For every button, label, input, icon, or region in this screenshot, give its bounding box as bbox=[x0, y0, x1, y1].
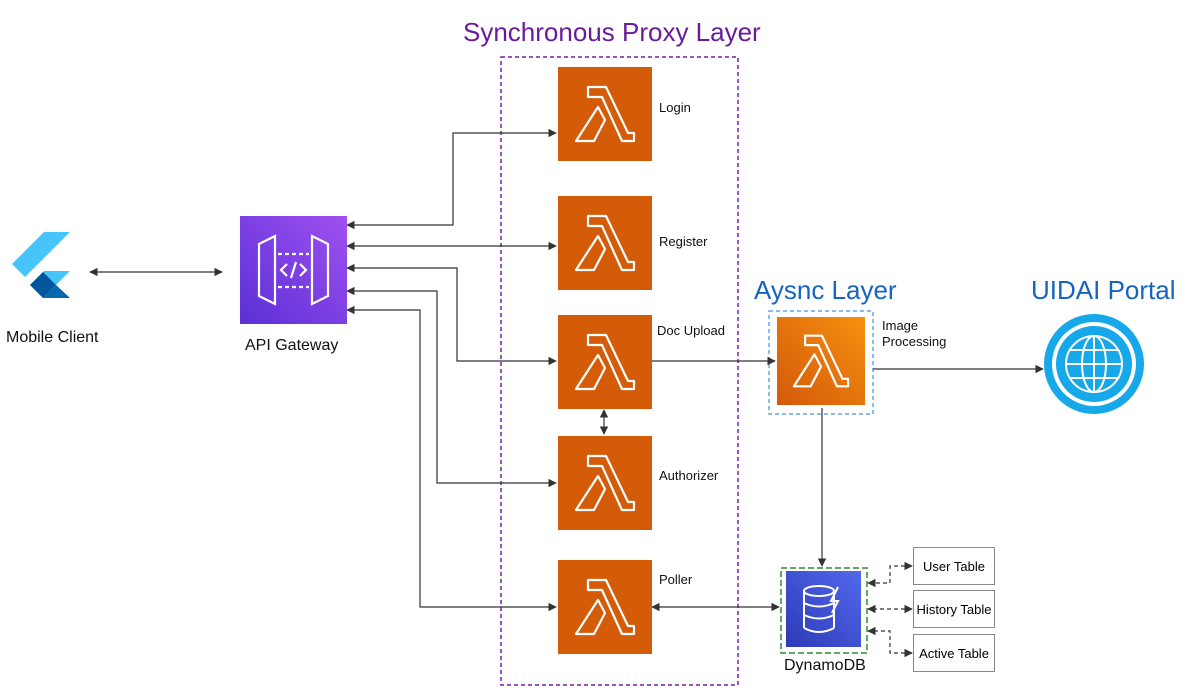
async-layer-title: Aysnc Layer bbox=[754, 275, 897, 305]
async-layer-boundary bbox=[768, 310, 874, 415]
api-gateway-label: API Gateway bbox=[245, 337, 339, 354]
poller-label: Poller bbox=[659, 572, 693, 587]
connector-gateway-docupload bbox=[346, 263, 557, 366]
api-gateway-icon bbox=[240, 216, 347, 324]
image-processing-label-line2: Processing bbox=[882, 334, 947, 349]
lambda-login-icon bbox=[558, 67, 652, 161]
flutter-logo-icon bbox=[12, 232, 70, 298]
doc-upload-label: Doc Upload bbox=[657, 323, 725, 338]
dynamodb-label: DynamoDB bbox=[784, 657, 866, 674]
connector-dynamodb-usertable bbox=[867, 561, 913, 588]
mobile-client-label: Mobile Client bbox=[6, 329, 99, 346]
user-table: User Table bbox=[913, 547, 995, 585]
lambda-poller-icon bbox=[558, 560, 652, 654]
active-table: Active Table bbox=[913, 634, 995, 672]
lambda-functions bbox=[558, 67, 865, 654]
portal-title: UIDAI Portal bbox=[1031, 275, 1176, 305]
connector-gateway-login bbox=[346, 128, 557, 230]
authorizer-label: Authorizer bbox=[659, 468, 719, 483]
login-label: Login bbox=[659, 100, 691, 115]
dynamodb-icon bbox=[786, 571, 861, 647]
globe-icon bbox=[1044, 314, 1144, 414]
lambda-register-icon bbox=[558, 196, 652, 290]
dynamodb-boundary bbox=[780, 567, 868, 654]
register-label: Register bbox=[659, 234, 708, 249]
connector-gateway-poller bbox=[346, 305, 557, 612]
lambda-image-processing-icon bbox=[777, 317, 865, 405]
lambda-authorizer-icon bbox=[558, 436, 652, 530]
lambda-doc-upload-icon bbox=[558, 315, 652, 409]
image-processing-label-line1: Image bbox=[882, 318, 919, 333]
connector-dynamodb-activetable bbox=[867, 626, 913, 658]
history-table: History Table bbox=[913, 590, 995, 628]
connector-gateway-authorizer bbox=[346, 286, 557, 488]
sync-layer-title: Synchronous Proxy Layer bbox=[463, 17, 761, 47]
